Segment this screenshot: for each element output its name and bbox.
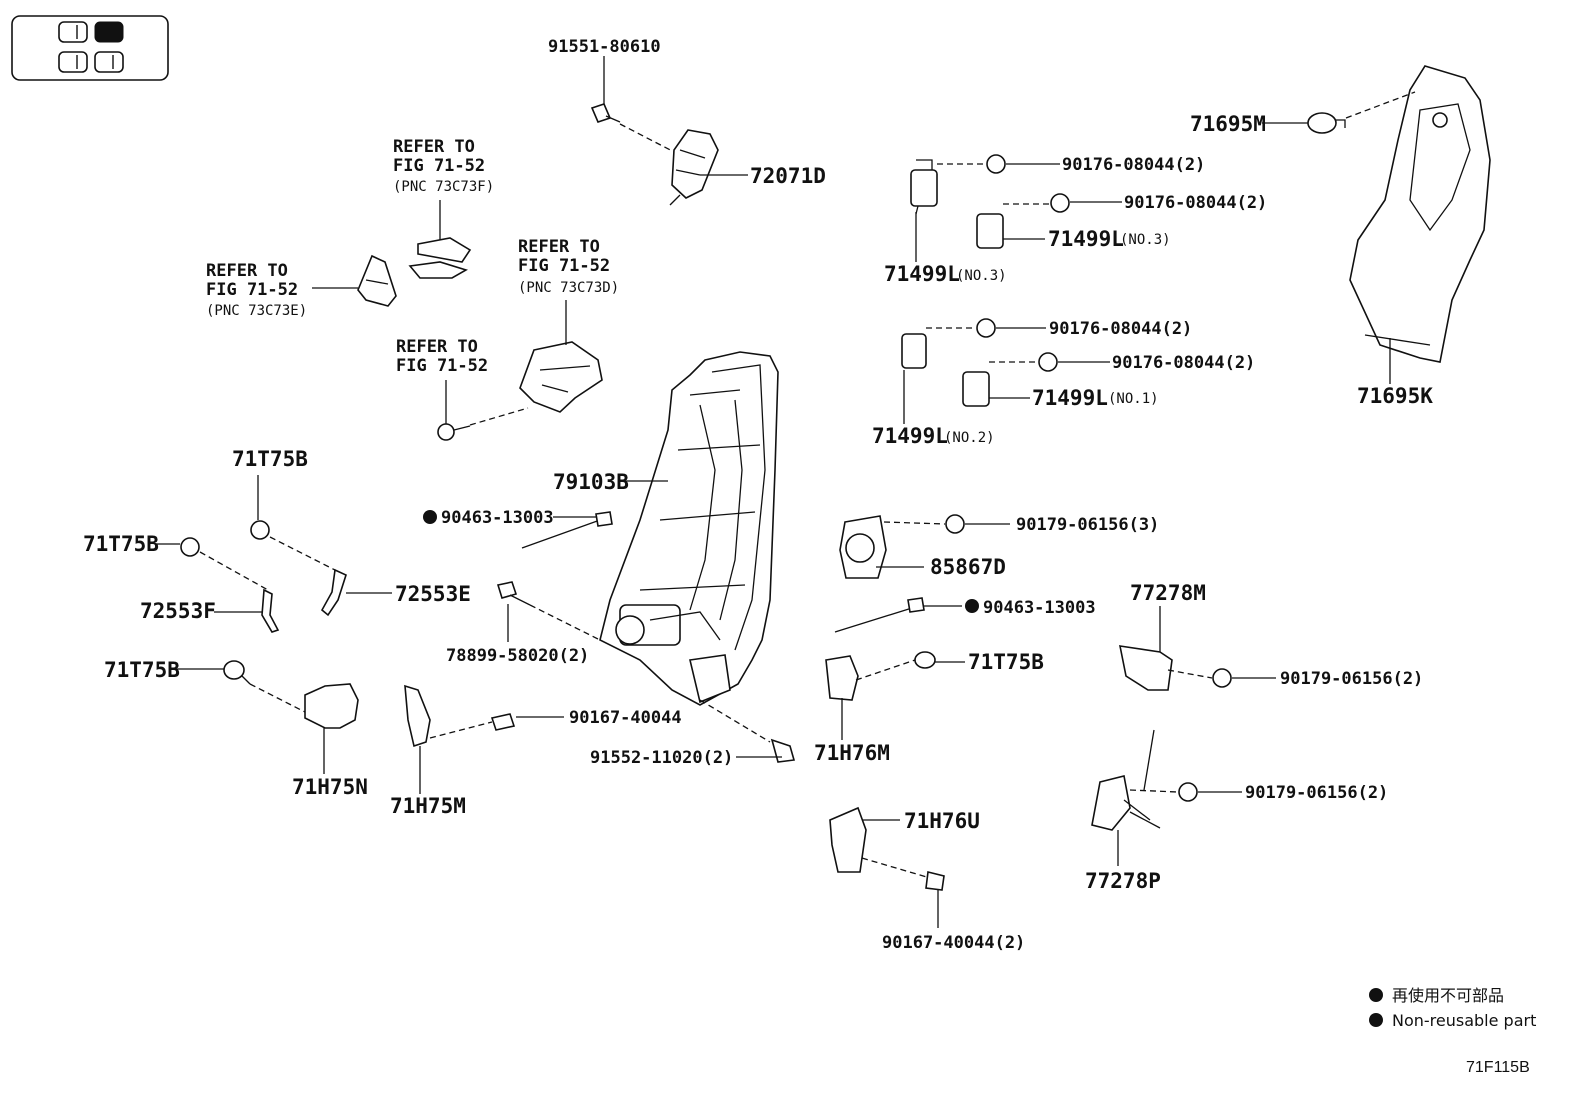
seat-icon-front-right <box>94 21 124 43</box>
bolt-78899-drawing <box>496 581 601 641</box>
clip-71T75B-left-drawing <box>180 537 269 591</box>
motor-71499L-no1-drawing <box>962 352 1058 407</box>
seat-back-shell-drawing <box>1349 65 1491 363</box>
label-71499L-d: 71499L <box>872 424 948 448</box>
label-72553E: 72553E <box>395 582 471 606</box>
label-71T75B-b: 71T75B <box>83 532 159 556</box>
refer-c-line1: REFER TO <box>518 237 600 257</box>
label-71H76M: 71H76M <box>814 741 890 765</box>
label-90176-d: 90176-08044(2) <box>1112 353 1255 373</box>
clip-71T75B-top-drawing <box>250 520 336 571</box>
label-90176-a: 90176-08044(2) <box>1062 155 1205 175</box>
motor-71499L-no3-b-drawing <box>976 193 1070 249</box>
seat-icon-front-left <box>58 21 88 43</box>
label-71H75M: 71H75M <box>390 794 466 818</box>
bracket-72071D-drawing <box>669 129 719 206</box>
screw-90167-a-drawing <box>429 713 516 739</box>
label-90176-b: 90176-08044(2) <box>1124 193 1267 213</box>
cover-71H76M-drawing <box>825 651 936 701</box>
legend-marker-en <box>1369 1013 1383 1027</box>
trim-73C73E-drawing <box>357 254 397 307</box>
refer-b-line1: REFER TO <box>206 261 288 281</box>
label-71H76U: 71H76U <box>904 809 980 833</box>
legend: 再使用不可部品 Non-reusable part <box>1369 986 1536 1030</box>
clip-71T75B-bottom-drawing <box>223 660 306 713</box>
bracket-72553E-drawing <box>320 568 347 617</box>
label-90167-a: 90167-40044 <box>569 708 682 728</box>
non-reusable-marker-90463-b <box>965 599 979 613</box>
label-77278M: 77278M <box>1130 581 1206 605</box>
label-71499L-c: 71499L <box>1032 386 1108 410</box>
refer-a-line2: FIG 71-52 <box>393 156 485 176</box>
motor-71499L-no2-drawing <box>901 318 996 369</box>
cover-71H76U-drawing <box>829 806 945 891</box>
label-72553F: 72553F <box>140 599 216 623</box>
label-71499L-a-note: (NO.3) <box>956 268 1007 284</box>
refer-c-line3: (PNC 73C73D) <box>518 280 619 296</box>
trim-73C73F-drawing <box>408 237 472 279</box>
legend-text-jp: 再使用不可部品 <box>1392 986 1504 1005</box>
label-71499L-a: 71499L <box>884 262 960 286</box>
refer-d-line2: FIG 71-52 <box>396 356 488 376</box>
label-71H75N: 71H75N <box>292 775 368 799</box>
label-71T75B-c: 71T75B <box>104 658 180 682</box>
motor-71499L-no3-a-drawing <box>910 154 1006 215</box>
refer-a-line3: (PNC 73C73F) <box>393 179 494 195</box>
refer-b-line2: FIG 71-52 <box>206 280 298 300</box>
label-71499L-b-note: (NO.3) <box>1120 232 1171 248</box>
ecu-77278P-drawing <box>1091 729 1198 831</box>
label-90176-c: 90176-08044(2) <box>1049 319 1192 339</box>
seat-icon-rear-right <box>94 51 124 73</box>
speaker-85867D-drawing <box>839 514 965 579</box>
cable-tie-90463-b-drawing <box>834 597 925 633</box>
label-71T75B-a: 71T75B <box>232 447 308 471</box>
label-78899: 78899-58020(2) <box>446 646 589 666</box>
label-90167-b: 90167-40044(2) <box>882 933 1025 953</box>
label-90179-c: 90179-06156(2) <box>1245 783 1388 803</box>
seat-icon-rear-left <box>58 51 88 73</box>
legend-text-en: Non-reusable part <box>1392 1011 1536 1030</box>
label-85867D: 85867D <box>930 555 1006 579</box>
label-72071D: 72071D <box>750 164 826 188</box>
refer-d-line1: REFER TO <box>396 337 478 357</box>
harness-77278M-drawing <box>1118 645 1232 691</box>
label-77278P: 77278P <box>1085 869 1161 893</box>
bracket-72553F-drawing <box>261 588 280 633</box>
cover-71H75M-drawing <box>404 684 431 748</box>
trim-73C73D-drawing <box>519 341 603 413</box>
refer-b-line3: (PNC 73C73E) <box>206 303 307 319</box>
label-71499L-d-note: (NO.2) <box>944 430 995 446</box>
label-90179-b: 90179-06156(2) <box>1280 669 1423 689</box>
label-71499L-c-note: (NO.1) <box>1108 391 1159 407</box>
seat-back-frame-drawing <box>599 351 779 706</box>
clip-71695M-drawing <box>1307 91 1416 134</box>
label-71T75B-d: 71T75B <box>968 650 1044 674</box>
bolt-91551-drawing <box>590 103 681 156</box>
label-71695M: 71695M <box>1190 112 1266 136</box>
seat-position-indicator <box>11 15 169 81</box>
legend-marker-jp <box>1369 988 1383 1002</box>
cable-tie-90463-a-drawing <box>521 511 613 549</box>
label-71695K: 71695K <box>1357 384 1433 408</box>
label-91551-80610: 91551-80610 <box>548 37 661 57</box>
label-71499L-b: 71499L <box>1048 227 1124 251</box>
leader-lines <box>156 56 1391 928</box>
label-90463-a: 90463-13003 <box>441 508 554 528</box>
non-reusable-marker-90463-a <box>423 510 437 524</box>
label-90463-b: 90463-13003 <box>983 598 1096 618</box>
cover-71H75N-drawing <box>304 683 359 729</box>
label-91552: 91552-11020(2) <box>590 748 733 768</box>
screw-refer-d-drawing <box>437 407 529 441</box>
refer-a-line1: REFER TO <box>393 137 475 157</box>
refer-c-line2: FIG 71-52 <box>518 256 610 276</box>
label-90179-a: 90179-06156(3) <box>1016 515 1159 535</box>
label-79103B: 79103B <box>553 470 629 494</box>
figure-code: 71F115B <box>1466 1059 1530 1076</box>
